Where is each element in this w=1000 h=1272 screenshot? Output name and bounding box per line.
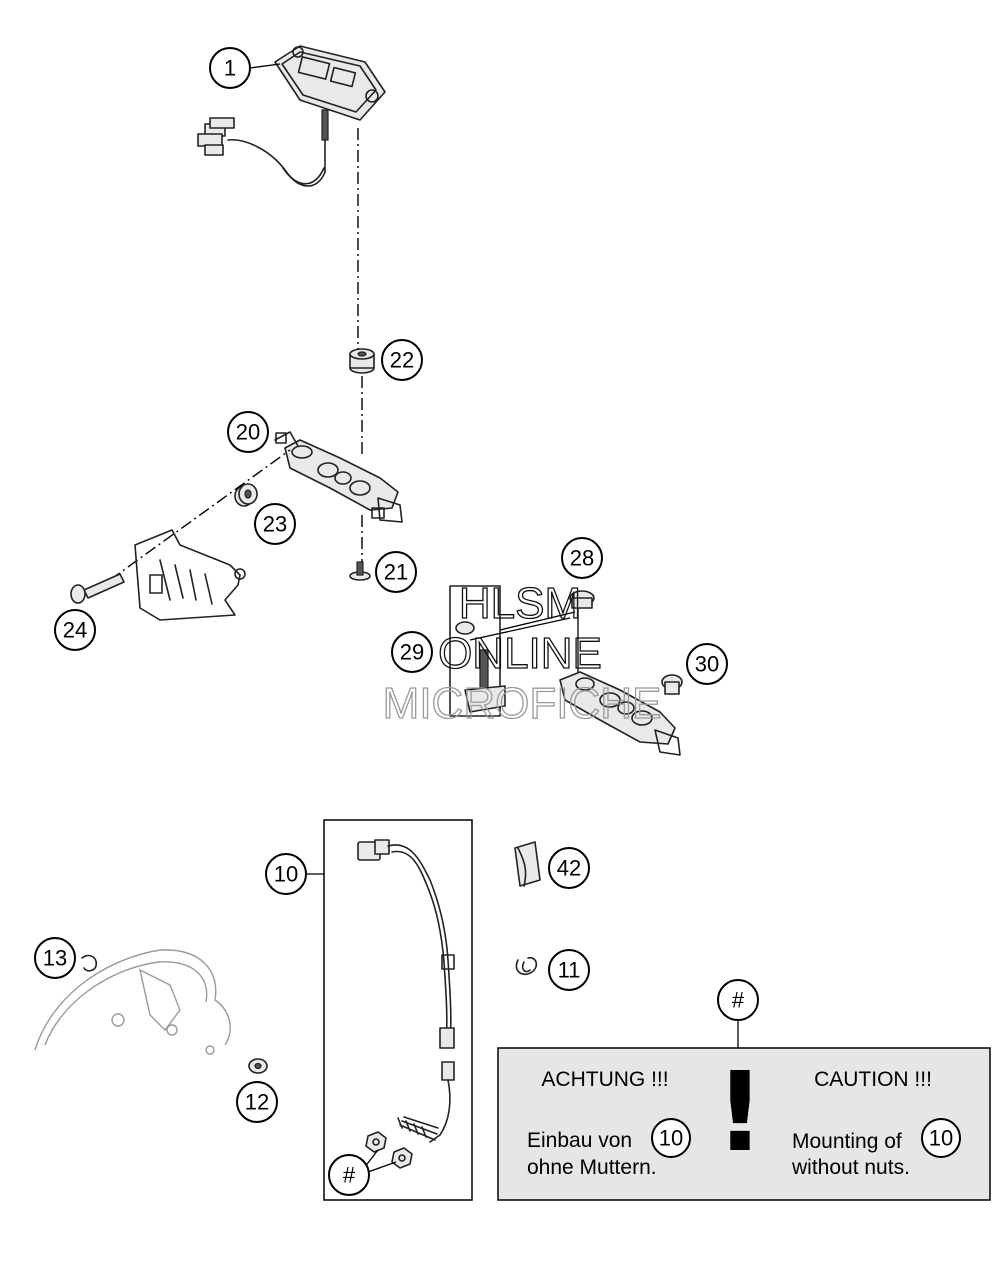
callout-42-label: 42	[557, 856, 581, 881]
circlip-13	[81, 954, 98, 972]
callout-hash-box-label: #	[343, 1163, 356, 1188]
speedometer-unit	[197, 45, 386, 187]
callout-1: 1	[209, 47, 251, 89]
note-de-ref-circle	[651, 1118, 691, 1158]
callout-1-label: 1	[224, 56, 236, 81]
rubber-plug-30	[661, 674, 683, 695]
callout-22: 22	[381, 339, 423, 381]
callout-hash-note: #	[717, 979, 759, 1021]
screw-21	[349, 561, 371, 581]
callout-24-label: 24	[63, 618, 87, 643]
note-de-title: ACHTUNG !!!	[541, 1068, 668, 1091]
rubber-grommet-22	[349, 348, 375, 374]
adjuster-box	[449, 585, 576, 717]
callout-21: 21	[375, 551, 417, 593]
note-de-line2: ohne Muttern.	[527, 1156, 657, 1179]
callout-13-label: 13	[43, 946, 67, 971]
holder-assembly-30	[559, 671, 681, 756]
nut-2	[391, 1147, 413, 1169]
callout-22-label: 22	[390, 348, 414, 373]
bushing-12	[248, 1058, 268, 1074]
callout-30: 30	[686, 643, 728, 685]
callout-hash-note-label: #	[732, 988, 745, 1013]
callout-20: 20	[227, 411, 269, 453]
callout-23: 23	[254, 503, 296, 545]
watermark: HLSM ONLINE MICROFICHE	[382, 578, 662, 728]
connector-plug	[197, 117, 235, 156]
cap-28	[569, 590, 595, 609]
callout-hash-box: #	[328, 1154, 370, 1196]
sensor-cable-10	[357, 839, 455, 1143]
caution-note: ACHTUNG !!! CAUTION !!! ! Einbau von 10 …	[497, 1047, 991, 1201]
mounting-plate	[134, 529, 246, 621]
callout-11: 11	[548, 949, 590, 991]
callout-42: 42	[548, 847, 590, 889]
nut-1	[365, 1131, 387, 1153]
note-en-ref-circle	[921, 1118, 961, 1158]
exclamation-icon: !	[715, 1048, 765, 1176]
callout-24: 24	[54, 609, 96, 651]
callout-12: 12	[236, 1081, 278, 1123]
watermark-line-1: HLSM	[459, 579, 581, 628]
callout-30-label: 30	[695, 652, 719, 677]
callout-29-label: 29	[400, 640, 424, 665]
sensor-cable-box	[323, 819, 473, 1201]
callout-28-label: 28	[570, 546, 594, 571]
callout-29: 29	[391, 631, 433, 673]
callout-10: 10	[265, 853, 307, 895]
axis-line-3	[109, 449, 291, 581]
note-en-line1: Mounting of	[792, 1130, 902, 1153]
note-en-ref: 10	[929, 1126, 953, 1151]
spacer-23	[234, 483, 258, 507]
callout-leaders	[249, 63, 281, 69]
brake-disc-guard	[34, 949, 231, 1055]
callout-13: 13	[34, 937, 76, 979]
note-de-ref: 10	[659, 1126, 683, 1151]
note-de-line1: Einbau von	[527, 1129, 632, 1152]
bolt-24	[70, 573, 125, 604]
callout-10-label: 10	[274, 862, 298, 887]
note-en-line2: without nuts.	[791, 1156, 910, 1179]
watermark-line-3: MICROFICHE	[383, 679, 662, 728]
clamp-11	[515, 956, 538, 976]
callout-20-label: 20	[236, 420, 260, 445]
callout-23-label: 23	[263, 512, 287, 537]
note-en-title: CAUTION !!!	[814, 1068, 932, 1091]
callout-21-label: 21	[384, 560, 408, 585]
clip-42	[514, 841, 541, 887]
callout-12-label: 12	[245, 1090, 269, 1115]
callout-11-label: 11	[558, 958, 581, 983]
watermark-line-2: ONLINE	[438, 629, 602, 678]
speedometer-holder-20	[274, 431, 403, 523]
callout-28: 28	[561, 537, 603, 579]
